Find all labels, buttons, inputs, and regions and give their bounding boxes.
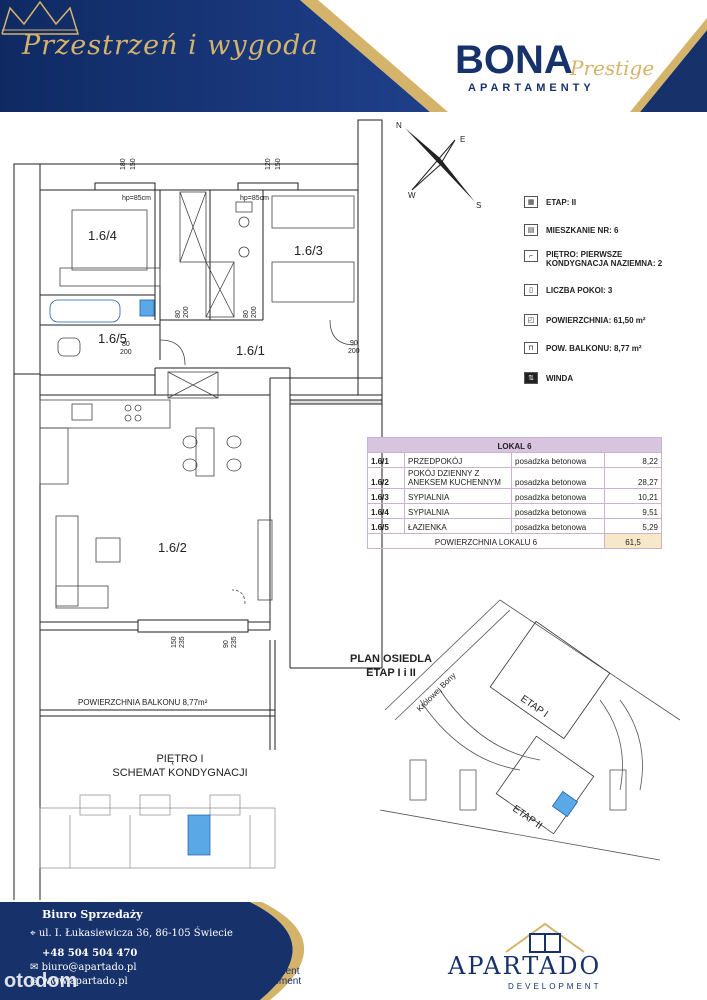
floor-schema [39, 794, 276, 869]
hp-label: hp=85cm [240, 195, 269, 202]
watermark: otodom [4, 970, 78, 992]
door-dim: 200 [348, 348, 360, 355]
header-background [0, 0, 707, 112]
compass-icon: N E W S [396, 121, 481, 210]
pin-icon: ⌖ [30, 928, 39, 939]
brand-name: BONA [455, 38, 573, 82]
website-link[interactable]: ◎ www.apartado.pl [30, 976, 128, 987]
svg-text:S: S [476, 201, 481, 210]
balcony-icon: ⊓ [524, 342, 538, 354]
window-dim: 180 [120, 158, 127, 170]
stairs-icon: ⌐ [524, 250, 538, 262]
facebook-icon: ⓕ [190, 966, 203, 977]
instagram-link[interactable]: ◙ apartado_development [190, 976, 302, 987]
legend-powierzchnia: ◰POWIERZCHNIA: 61,50 m² [524, 314, 646, 326]
svg-text:E: E [460, 135, 465, 144]
floor-plan: 1.6/4 1.6/3 1.6/5 1.6/1 1.6/2 180 150 12… [13, 119, 681, 900]
brand-script: Prestige [570, 56, 655, 80]
svg-text:W: W [408, 191, 416, 200]
svg-text:N: N [396, 121, 402, 130]
legend-etap: ▦ETAP: II [524, 196, 576, 208]
phone[interactable]: +48 504 504 470 [42, 948, 138, 959]
balcony-dim: 235 [231, 636, 238, 648]
table-title: LOKAL 6 [367, 437, 662, 453]
door-dim: 200 [183, 306, 190, 318]
mail-icon: ✉ [30, 962, 42, 973]
door-dim: 200 [120, 349, 132, 356]
email-link[interactable]: ✉ biuro@apartado.pl [30, 962, 137, 973]
window-dim: 150 [275, 158, 282, 170]
window-dim: 120 [265, 158, 272, 170]
door-dim: 90 [350, 340, 358, 347]
room-label-3: 1.6/3 [294, 243, 323, 258]
floor-schema-title: PIĘTRO I SCHEMAT KONDYGNACJI [112, 753, 248, 779]
etap1-label: ETAP I [518, 693, 550, 720]
brand-sub: APARTAMENTY [468, 82, 595, 94]
legend-pokoje: ▯LICZBA POKOI: 3 [524, 284, 612, 296]
footer: Biuro Sprzedaży ⌖ ul. I. Łukasiewicza 36… [0, 902, 707, 1000]
globe-icon: ◎ [30, 976, 42, 987]
elevator-icon: ⇅ [524, 372, 538, 384]
room-label-2: 1.6/2 [158, 540, 187, 555]
window-dim: 150 [130, 158, 137, 170]
building-icon: ▦ [524, 196, 538, 208]
balcony-dim: 150 [171, 636, 178, 648]
crown-icon [1, 0, 80, 35]
address: ⌖ ul. I. Łukasiewicza 36, 86-105 Świecie [30, 928, 233, 939]
site-plan [379, 599, 681, 861]
area-icon: ◰ [524, 314, 538, 326]
balcony-dim: 90 [223, 640, 230, 648]
site-plan-title: PLAN OSIEDLA ETAP I i II [350, 653, 432, 679]
door-dim: 80 [243, 310, 250, 318]
room-label-1: 1.6/1 [236, 343, 265, 358]
balcony-area-label: POWIERZCHNIA BALKONU 8,77m² [78, 698, 208, 707]
etap2-label: ETAP II [510, 803, 544, 831]
apartment-icon: ▤ [524, 224, 538, 236]
header-banner: Przestrzeń i wygoda BONA Prestige APARTA… [0, 0, 707, 112]
door-dim: 80 [175, 310, 182, 318]
balcony-dim: 235 [179, 636, 186, 648]
room-label-5: 1.6/5 [98, 331, 127, 346]
tagline: Przestrzeń i wygoda [22, 30, 319, 61]
legend-balkon: ⊓POW. BALKONU: 8,77 m² [524, 342, 642, 354]
door-icon: ▯ [524, 284, 538, 296]
house-logo-icon [505, 922, 585, 953]
footer-background [0, 902, 305, 1000]
facebook-link[interactable]: ⓕ apartadodevelopment [190, 966, 300, 977]
sales-office-title: Biuro Sprzedaży [42, 908, 143, 921]
instagram-icon: ◙ [190, 976, 199, 987]
legend-winda: ⇅WINDA [524, 372, 573, 384]
developer-logo: APARTADO [448, 952, 602, 980]
developer-logo-sub: DEVELOPMENT [508, 982, 602, 991]
hp-label: hp=85cm [122, 195, 151, 202]
door-dim: 80 [122, 341, 130, 348]
outer-wall-left-upper [13, 163, 41, 375]
legend-mieszkanie: ▤MIESZKANIE NR: 6 [524, 224, 618, 236]
room-label-4: 1.6/4 [88, 228, 117, 243]
door-dim: 200 [251, 306, 258, 318]
